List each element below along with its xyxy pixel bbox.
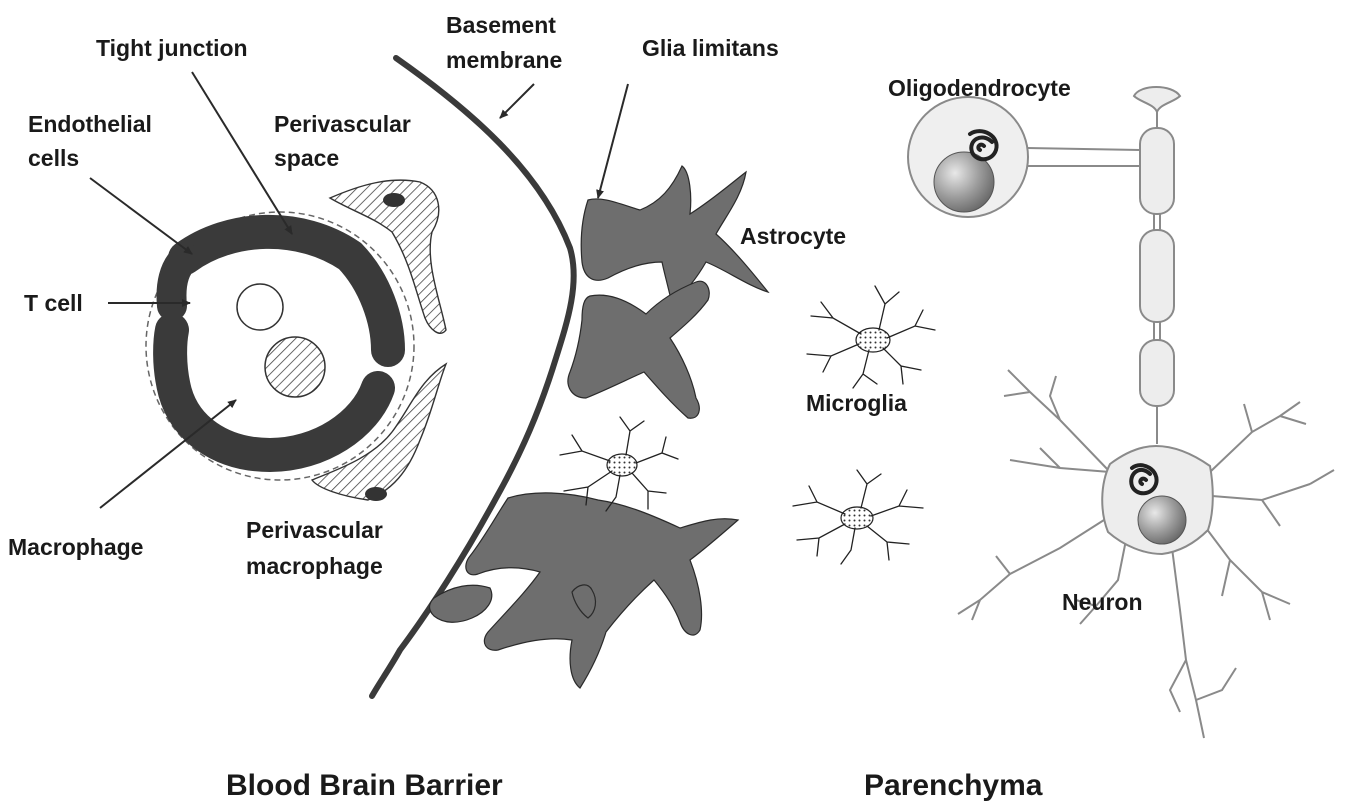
t-cell	[237, 284, 283, 330]
arrow-basement-membrane	[500, 84, 534, 118]
label-glia-limitans: Glia limitans	[642, 35, 779, 61]
neuron-dendrites	[958, 370, 1334, 738]
arrow-glia-limitans	[598, 84, 628, 198]
label-perivascular-macrophage-1: Perivascular	[246, 517, 383, 543]
label-tight-junction: Tight junction	[96, 35, 248, 61]
label-macrophage: Macrophage	[8, 534, 143, 560]
label-basement-membrane-1: Basement	[446, 12, 556, 38]
label-astrocyte: Astrocyte	[740, 223, 846, 249]
label-neuron: Neuron	[1062, 589, 1143, 615]
section-titles: Blood Brain Barrier Parenchyma	[226, 769, 1043, 802]
label-basement-membrane-2: membrane	[446, 47, 562, 73]
title-blood-brain-barrier: Blood Brain Barrier	[226, 769, 503, 802]
label-perivascular-space-1: Perivascular	[274, 111, 411, 137]
astrocyte-middle	[568, 281, 709, 418]
label-microglia: Microglia	[806, 390, 907, 416]
microglia-cell-1	[807, 286, 935, 388]
label-t-cell: T cell	[24, 290, 83, 316]
myelinated-axon	[1134, 87, 1180, 444]
label-perivascular-macrophage-2: macrophage	[246, 553, 383, 579]
macrophage	[265, 337, 325, 397]
label-oligodendrocyte: Oligodendrocyte	[888, 75, 1071, 101]
microglia-cell-3	[793, 470, 923, 564]
neuron-nucleus	[1138, 496, 1186, 544]
astrocyte-bottom	[430, 493, 739, 688]
neuron	[958, 370, 1334, 738]
arrow-endothelial-cells	[90, 178, 192, 254]
label-perivascular-space-2: space	[274, 145, 339, 171]
label-endothelial-1: Endothelial	[28, 111, 152, 137]
oligodendrocyte	[908, 97, 1140, 217]
title-parenchyma: Parenchyma	[864, 769, 1043, 802]
label-endothelial-2: cells	[28, 145, 79, 171]
